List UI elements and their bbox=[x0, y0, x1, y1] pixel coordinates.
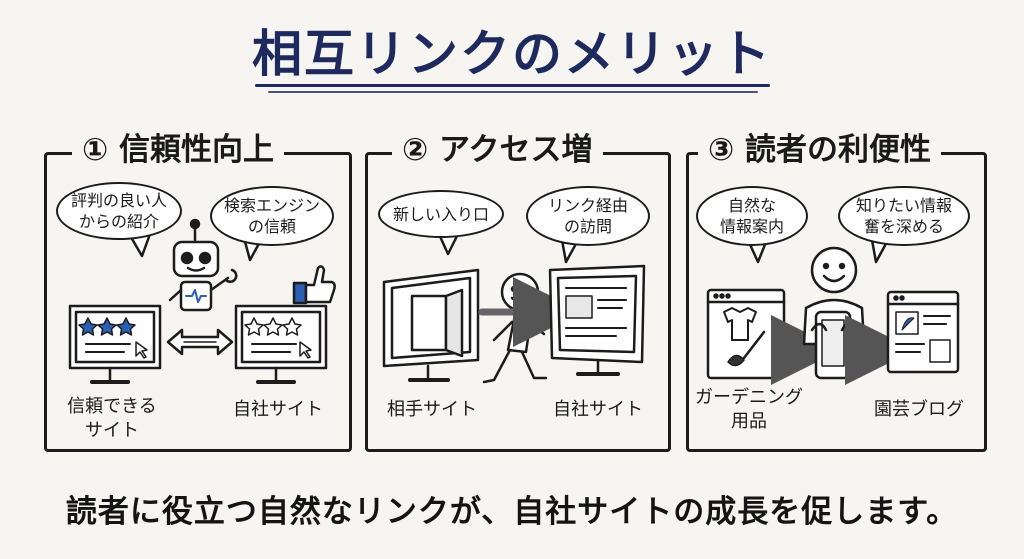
panel-1-heading: ① 信頼性向上 bbox=[72, 128, 285, 172]
label-partner-site: 相手サイト bbox=[387, 399, 477, 420]
label-own-site-2: 自社サイト bbox=[553, 399, 643, 420]
person-with-phone-icon bbox=[802, 246, 866, 380]
bubble-deepen-info: 知りたい情報 奮を深める bbox=[838, 186, 970, 246]
garden-blog-window bbox=[886, 290, 960, 374]
trusted-site-monitor bbox=[68, 304, 162, 384]
bubble-natural-guidance: 自然な 情報案内 bbox=[696, 186, 808, 246]
title-underline-2 bbox=[268, 91, 758, 93]
panel-2-heading: ② アクセス増 bbox=[392, 128, 603, 172]
own-site-monitor-2 bbox=[548, 264, 646, 376]
bubble-link-visit: リンク経由 の訪問 bbox=[526, 186, 650, 246]
gardening-shop-window bbox=[706, 288, 786, 380]
robot-icon bbox=[168, 218, 238, 312]
label-garden-blog: 園芸ブログ bbox=[874, 399, 964, 420]
title-underline bbox=[255, 84, 770, 87]
walking-person-icon bbox=[482, 272, 548, 384]
bubble-new-entrance: 新しい入り口 bbox=[378, 190, 504, 238]
double-arrow-icon bbox=[166, 328, 234, 356]
own-site-monitor-1 bbox=[234, 304, 328, 384]
label-trusted-site: 信頼できる サイト bbox=[67, 396, 157, 441]
partner-site-door-monitor bbox=[382, 268, 480, 382]
thumbs-up-icon bbox=[292, 265, 336, 305]
bubble-reputation: 評判の良い人 からの紹介 bbox=[56, 182, 182, 240]
label-gardening-goods: ガーデニング 用品 bbox=[695, 387, 803, 432]
label-own-site-1: 自社サイト bbox=[233, 399, 323, 420]
footer-message: 読者に役立つ自然なリンクが、自社サイトの成長を促します。 bbox=[65, 494, 959, 530]
panel-3-heading: ③ 読者の利便性 bbox=[698, 128, 942, 172]
bubble-search-engine-trust: 検索エンジン の信頼 bbox=[210, 186, 334, 246]
page-title: 相互リンクのメリット bbox=[252, 25, 772, 83]
